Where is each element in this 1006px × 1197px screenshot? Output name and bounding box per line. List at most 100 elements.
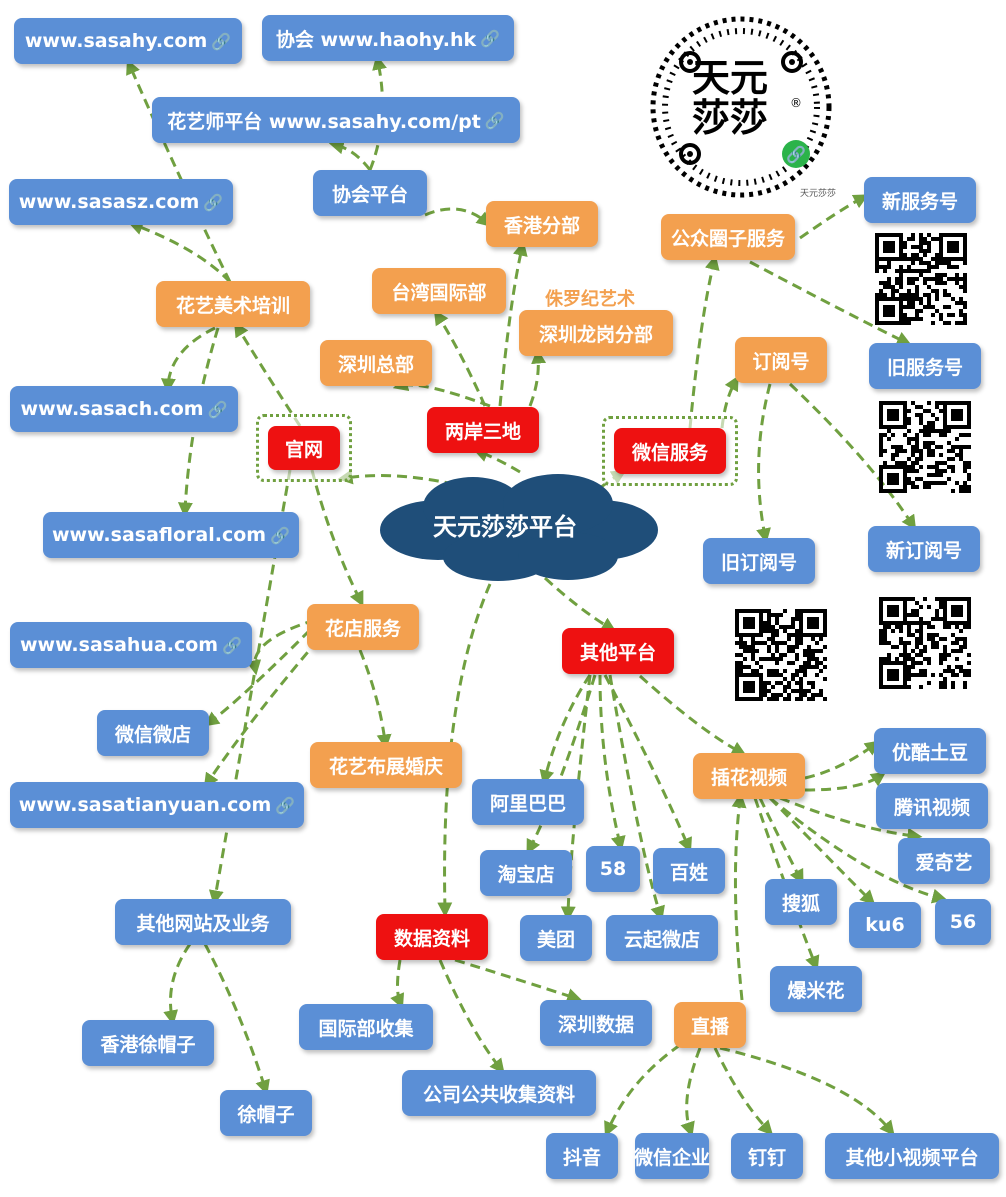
connector-arrow	[543, 576, 617, 632]
node-56[interactable]: 56	[935, 899, 991, 945]
node-label: 订阅号	[752, 350, 810, 373]
node-xu-maozi[interactable]: 徐帽子	[220, 1090, 312, 1136]
node-dingding[interactable]: 钉钉	[731, 1133, 803, 1179]
connector-arrow	[438, 959, 505, 1074]
connector-arrow	[539, 674, 592, 786]
node-guanwang[interactable]: 官网	[268, 426, 340, 470]
node-weixin-weidian[interactable]: 微信微店	[97, 710, 209, 756]
connector-arrow	[126, 59, 232, 283]
node-meituan[interactable]: 美团	[520, 915, 592, 961]
node-label: 爱奇艺	[915, 851, 973, 874]
node-label: 插花视频	[710, 766, 787, 789]
connector-arrow	[749, 260, 912, 346]
jurassic-art-label: 侏罗纪艺术	[545, 289, 635, 310]
node-guoji-shouji[interactable]: 国际部收集	[299, 1004, 433, 1050]
mini-program-caption: 天元莎莎	[800, 189, 837, 199]
node-xiehui-pingtai[interactable]: 协会平台	[313, 170, 427, 216]
connector-arrow	[604, 1043, 681, 1137]
node-taiwan[interactable]: 台湾国际部	[372, 268, 506, 314]
node-label: 其他小视频平台	[845, 1146, 979, 1169]
connector-arrow	[769, 796, 948, 904]
node-alibaba[interactable]: 阿里巴巴	[472, 779, 584, 825]
node-douyin[interactable]: 抖音	[546, 1133, 618, 1179]
node-liangan[interactable]: 两岸三地	[427, 407, 539, 453]
link-icon: 🔗	[207, 399, 228, 419]
connector-arrow	[526, 674, 597, 855]
link-sasatianyuan[interactable]: www.sasatianyuan.com🔗	[10, 782, 304, 828]
node-jiu-fuwuhao[interactable]: 旧服务号	[869, 343, 981, 389]
node-jiu-dingyue[interactable]: 旧订阅号	[703, 538, 815, 584]
node-gongsi[interactable]: 公司公共收集资料	[402, 1070, 596, 1116]
connector-arrow	[203, 639, 320, 789]
node-label: 美团	[536, 928, 575, 951]
node-yunqi[interactable]: 云起微店	[606, 915, 718, 961]
qr-code-icon	[879, 597, 971, 689]
node-xianggang-xu[interactable]: 香港徐帽子	[82, 1020, 214, 1066]
node-shenzhen-zongbu[interactable]: 深圳总部	[320, 340, 432, 386]
node-weixin-qiye[interactable]: 微信企业	[634, 1133, 710, 1179]
node-chahua[interactable]: 插花视频	[693, 753, 805, 799]
link-haohy[interactable]: 协会 www.haohy.hk🔗	[262, 15, 514, 61]
node-label: ku6	[865, 914, 905, 936]
link-sasach[interactable]: www.sasach.com🔗	[10, 386, 238, 432]
node-label: 官网	[284, 438, 323, 461]
node-souhu[interactable]: 搜狐	[765, 879, 837, 925]
node-huayi-peixun[interactable]: 花艺美术培训	[156, 281, 310, 327]
node-qita-pingtai[interactable]: 其他平台	[562, 628, 674, 674]
link-icon: 🔗	[275, 795, 296, 815]
node-huadian[interactable]: 花店服务	[307, 604, 419, 650]
node-ku6[interactable]: ku6	[849, 902, 921, 948]
node-longgang[interactable]: 深圳龙岗分部	[519, 310, 673, 356]
connector-arrow	[328, 139, 372, 171]
node-label: 国际部收集	[318, 1017, 414, 1040]
link-pt[interactable]: 花艺师平台 www.sasahy.com/pt🔗	[152, 97, 520, 143]
node-shuju[interactable]: 数据资料	[376, 914, 488, 960]
link-sasafloral[interactable]: www.sasafloral.com🔗	[43, 512, 299, 558]
connector-arrow	[608, 674, 665, 922]
node-zhibo[interactable]: 直播	[674, 1002, 746, 1048]
node-qita-xiaoshipin[interactable]: 其他小视频平台	[825, 1133, 999, 1179]
node-label: 公司公共收集资料	[422, 1083, 575, 1106]
node-taobao[interactable]: 淘宝店	[480, 850, 572, 896]
node-label: 台湾国际部	[391, 281, 487, 304]
node-tengxun[interactable]: 腾讯视频	[876, 783, 988, 829]
node-58[interactable]: 58	[586, 846, 640, 892]
connector-arrow	[160, 326, 216, 394]
node-baomihua[interactable]: 爆米花	[770, 966, 862, 1012]
node-label: 钉钉	[747, 1146, 786, 1169]
node-baixing[interactable]: 百姓	[653, 848, 725, 894]
connector-arrow	[719, 1046, 895, 1136]
node-aiqiyi[interactable]: 爱奇艺	[898, 838, 990, 884]
connector-arrow	[163, 943, 192, 1026]
connector-arrow	[758, 797, 804, 885]
link-sasahy[interactable]: www.sasahy.com🔗	[14, 18, 242, 64]
node-qita-wangzhan[interactable]: 其他网站及业务	[115, 899, 291, 945]
node-weixin-fuwu[interactable]: 微信服务	[614, 428, 726, 474]
node-buzhan[interactable]: 花艺布展婚庆	[310, 742, 462, 788]
connector-arrow	[768, 796, 876, 906]
node-xin-fuwuhao[interactable]: 新服务号	[864, 177, 976, 223]
connector-arrow	[528, 348, 547, 407]
node-label: 优酷土豆	[891, 741, 968, 764]
node-label: 抖音	[562, 1146, 601, 1169]
link-sasahua[interactable]: www.sasahua.com🔗	[10, 622, 252, 668]
link-icon: 🔗	[786, 145, 806, 164]
connector-arrow	[638, 674, 747, 756]
connector-arrow	[473, 447, 521, 474]
node-gongzhong[interactable]: 公众圈子服务	[661, 214, 795, 260]
node-dingyuehao[interactable]: 订阅号	[735, 337, 827, 383]
connector-arrow	[437, 583, 492, 918]
node-xianggang-fenbu[interactable]: 香港分部	[486, 201, 598, 247]
node-shenzhen-shuju[interactable]: 深圳数据	[540, 1000, 652, 1046]
connector-arrow	[177, 327, 220, 518]
node-label: 微信服务	[631, 441, 708, 464]
link-icon: 🔗	[480, 28, 501, 48]
node-label: 云起微店	[623, 928, 700, 951]
connector-arrow	[731, 792, 747, 1001]
node-youku[interactable]: 优酷土豆	[874, 728, 986, 774]
connector-arrow	[713, 1047, 774, 1136]
link-icon: 🔗	[222, 635, 243, 655]
link-sasasz[interactable]: www.sasasz.com🔗	[9, 179, 233, 225]
node-xin-dingyue[interactable]: 新订阅号	[868, 526, 980, 572]
